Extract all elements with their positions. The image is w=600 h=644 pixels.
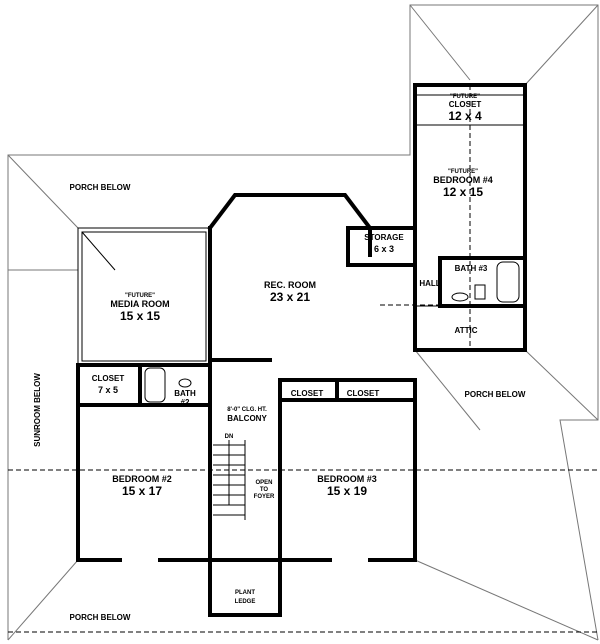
storage-name: STORAGE [364,233,404,242]
bath2-name: BATH [174,389,196,398]
balcony-name: BALCONY [227,414,267,423]
porch-below-right-label: PORCH BELOW [465,390,526,399]
roof-outline [7,4,600,641]
open-to-foyer-3: FOYER [254,494,275,500]
porch-below-top-label: PORCH BELOW [70,183,131,192]
bedroom2-size: 15 x 17 [122,484,162,498]
rec-room-name: REC. ROOM [264,280,316,290]
plant-ledge-1: PLANT [235,590,255,596]
hall-label: HALL [419,279,440,288]
closet-left-size: 7 x 5 [98,385,118,395]
bedroom4-name: BEDROOM #4 [433,175,493,185]
closet-a-label: CLOSET [291,389,324,398]
future-closet-name: CLOSET [449,100,482,109]
closet-left-name: CLOSET [92,374,125,383]
media-room-name: MEDIA ROOM [110,299,169,309]
bedroom3-name: BEDROOM #3 [317,474,377,484]
bath3-label: BATH #3 [455,264,488,273]
stair-down-label: DN [225,434,234,440]
future-closet-size: 12 x 4 [448,109,482,123]
attic-label: ATTIC [455,326,478,335]
porch-below-bottom-label: PORCH BELOW [70,613,131,622]
media-room-note: "FUTURE" [125,293,155,299]
bedroom3-size: 15 x 19 [327,484,367,498]
plant-ledge-2: LEDGE [235,599,256,605]
bedroom4-note: "FUTURE" [448,169,478,175]
bedroom4-size: 12 x 15 [443,185,483,199]
sunroom-below-label: SUNROOM BELOW [33,373,42,447]
bedroom2-name: BEDROOM #2 [112,474,172,484]
room-labels: PORCH BELOW PORCH BELOW PORCH BELOW SUNR… [33,94,526,622]
media-room-size: 15 x 15 [120,309,160,323]
balcony-note: 8'-0" CLG. HT. [227,407,267,413]
storage-size: 6 x 3 [374,244,394,254]
bath2-number: #2 [181,398,190,407]
walls [76,83,527,617]
stair-treads [213,440,245,516]
open-to-foyer-2: TO [260,487,269,493]
closet-b-label: CLOSET [347,389,380,398]
future-closet-note: "FUTURE" [450,94,480,100]
rec-room-size: 23 x 21 [270,290,310,304]
open-to-foyer-1: OPEN [255,480,272,486]
